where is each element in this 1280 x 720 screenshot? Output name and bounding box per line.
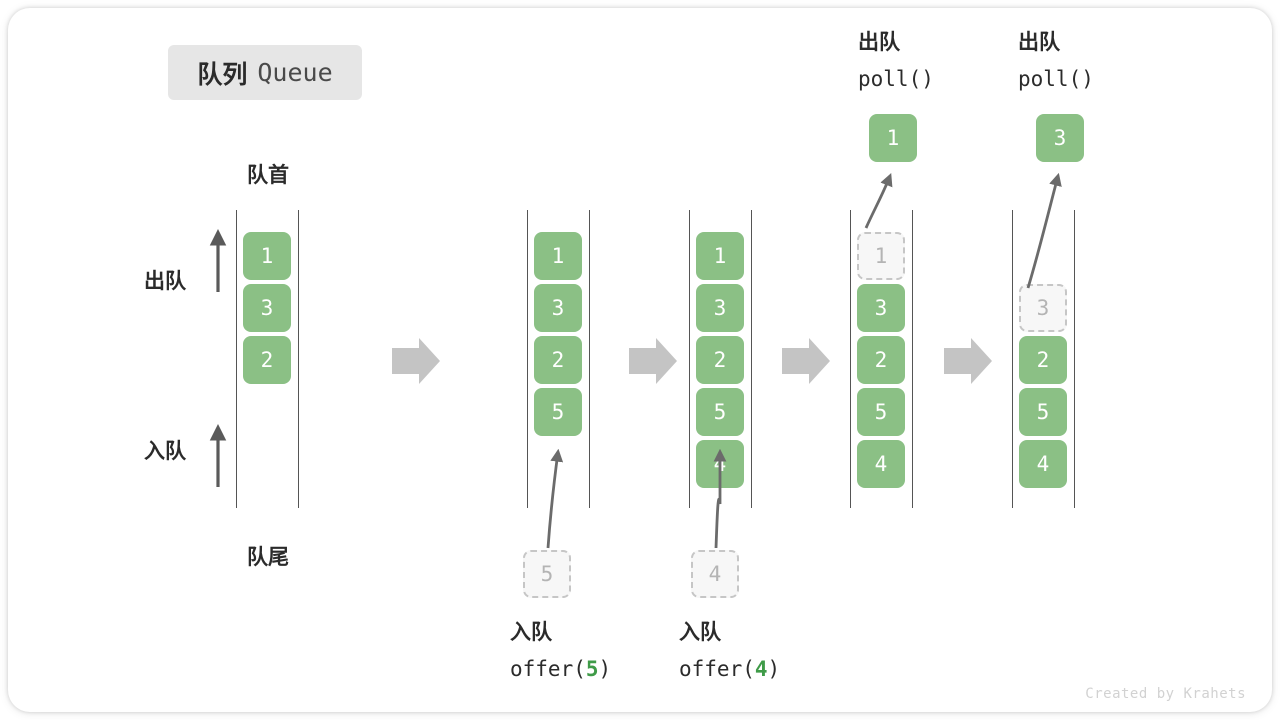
queue-cell: 1 <box>243 232 291 280</box>
operation-code: offer(4) <box>679 651 780 687</box>
queue-rail-right <box>751 210 752 508</box>
operation-code: offer(5) <box>510 651 611 687</box>
queue-cell: 5 <box>534 388 582 436</box>
queue-cell: 1 <box>534 232 582 280</box>
queue-column-after-poll-3: 3 2 5 4 <box>1012 210 1076 508</box>
enqueue-input-ghost-box: 4 <box>691 550 739 598</box>
queue-rail-left <box>236 210 237 508</box>
operation-code-arg: 5 <box>585 657 599 681</box>
diagram-title-chip: 队列 Queue <box>168 45 362 100</box>
enqueue-input-ghost-box: 5 <box>523 550 571 598</box>
operation-name-cn: 出队 <box>858 31 900 54</box>
diagram-title-en: Queue <box>257 58 333 87</box>
queue-column-after-offer-5: 1 3 2 5 <box>527 210 591 508</box>
queue-rail-right <box>298 210 299 508</box>
queue-rail-left <box>850 210 851 508</box>
queue-cell: 5 <box>696 388 744 436</box>
queue-column-initial: 1 3 2 <box>236 210 300 508</box>
queue-cell: 3 <box>243 284 291 332</box>
queue-cell: 2 <box>857 336 905 384</box>
queue-rail-right <box>589 210 590 508</box>
queue-cell: 3 <box>534 284 582 332</box>
queue-cell: 5 <box>1019 388 1067 436</box>
enqueue-operation-label-4: 入队 offer(4) <box>679 615 780 687</box>
queue-cell: 5 <box>857 388 905 436</box>
operation-name-cn: 入队 <box>679 621 721 644</box>
operation-name-cn: 入队 <box>510 621 552 644</box>
operation-code: poll() <box>858 67 934 91</box>
queue-column-after-offer-4: 1 3 2 5 4 <box>689 210 753 508</box>
dequeue-direction-label: 出队 <box>144 270 186 293</box>
queue-cell: 4 <box>857 440 905 488</box>
dequeue-operation-label-3: 出队 poll() <box>1018 25 1094 97</box>
queue-rail-right <box>1074 210 1075 508</box>
diagram-title-cn: 队列 <box>197 60 248 89</box>
dequeue-operation-label-1: 出队 poll() <box>858 25 934 97</box>
operation-code: poll() <box>1018 67 1094 91</box>
queue-cell: 3 <box>857 284 905 332</box>
diagram-frame <box>8 8 1272 712</box>
queue-cell: 3 <box>696 284 744 332</box>
queue-rail-left <box>527 210 528 508</box>
queue-cell: 2 <box>696 336 744 384</box>
poll-result-box: 1 <box>869 114 917 162</box>
queue-cell-ghost: 1 <box>857 232 905 280</box>
queue-rail-left <box>1012 210 1013 508</box>
operation-code-suffix: ) <box>598 657 612 681</box>
queue-column-after-poll-1: 1 3 2 5 4 <box>850 210 914 508</box>
queue-front-label: 队首 <box>247 164 289 187</box>
poll-result-box: 3 <box>1036 114 1084 162</box>
operation-code-prefix: offer( <box>510 657 586 681</box>
queue-rail-left <box>689 210 690 508</box>
queue-rear-label: 队尾 <box>247 546 289 569</box>
enqueue-operation-label-5: 入队 offer(5) <box>510 615 611 687</box>
credit-text: Created by Krahets <box>1085 686 1246 702</box>
queue-rail-right <box>912 210 913 508</box>
queue-cell: 2 <box>1019 336 1067 384</box>
queue-cell: 1 <box>696 232 744 280</box>
queue-cell: 4 <box>1019 440 1067 488</box>
operation-name-cn: 出队 <box>1018 31 1060 54</box>
operation-code-suffix: ) <box>767 657 781 681</box>
operation-code-arg: 4 <box>754 657 768 681</box>
queue-cell: 2 <box>534 336 582 384</box>
enqueue-direction-label: 入队 <box>144 440 186 463</box>
queue-cell: 4 <box>696 440 744 488</box>
queue-cell: 2 <box>243 336 291 384</box>
queue-cell-ghost: 3 <box>1019 284 1067 332</box>
operation-code-prefix: offer( <box>679 657 755 681</box>
